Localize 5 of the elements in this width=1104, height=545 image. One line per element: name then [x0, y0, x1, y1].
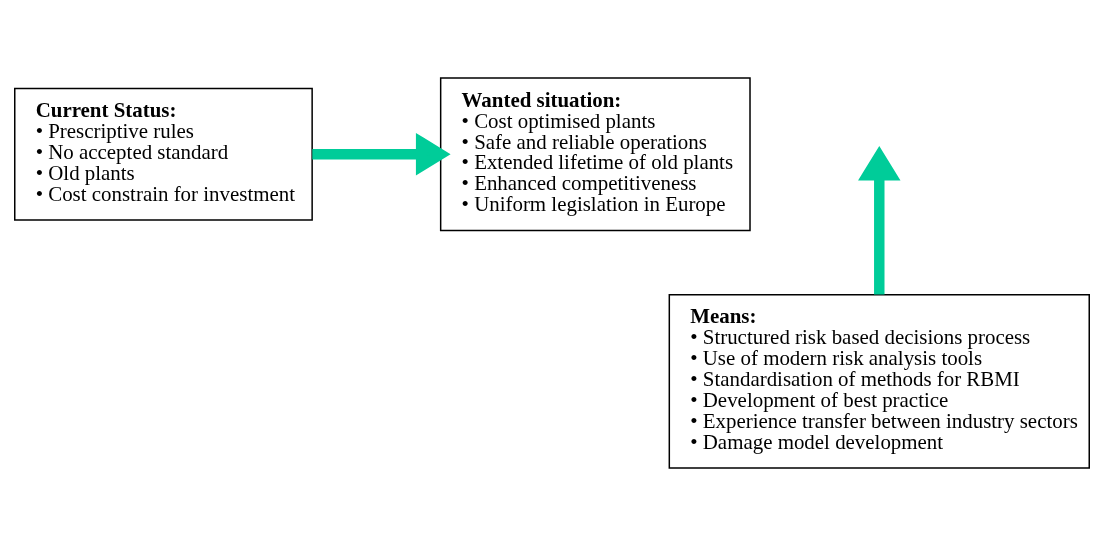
arrow [858, 145, 901, 294]
node-box: Means: • Structured risk based decisions process • Use of modern risk analysis tools • Standardisation of methods for RBMI • Development of best practice • Experience transfer between industry sectors • Damage model development [668, 293, 1090, 469]
node-box: Current Status: • Prescriptive rules • No accepted standard • Old plants • Cost constrain for investment [14, 87, 313, 221]
arrow [312, 132, 451, 175]
node-box: Wanted situation: • Cost optimised plants • Safe and reliable operations • Extended lifetime of old plants • Enhanced competitiveness • Uniform legislation in Europe [439, 76, 751, 231]
